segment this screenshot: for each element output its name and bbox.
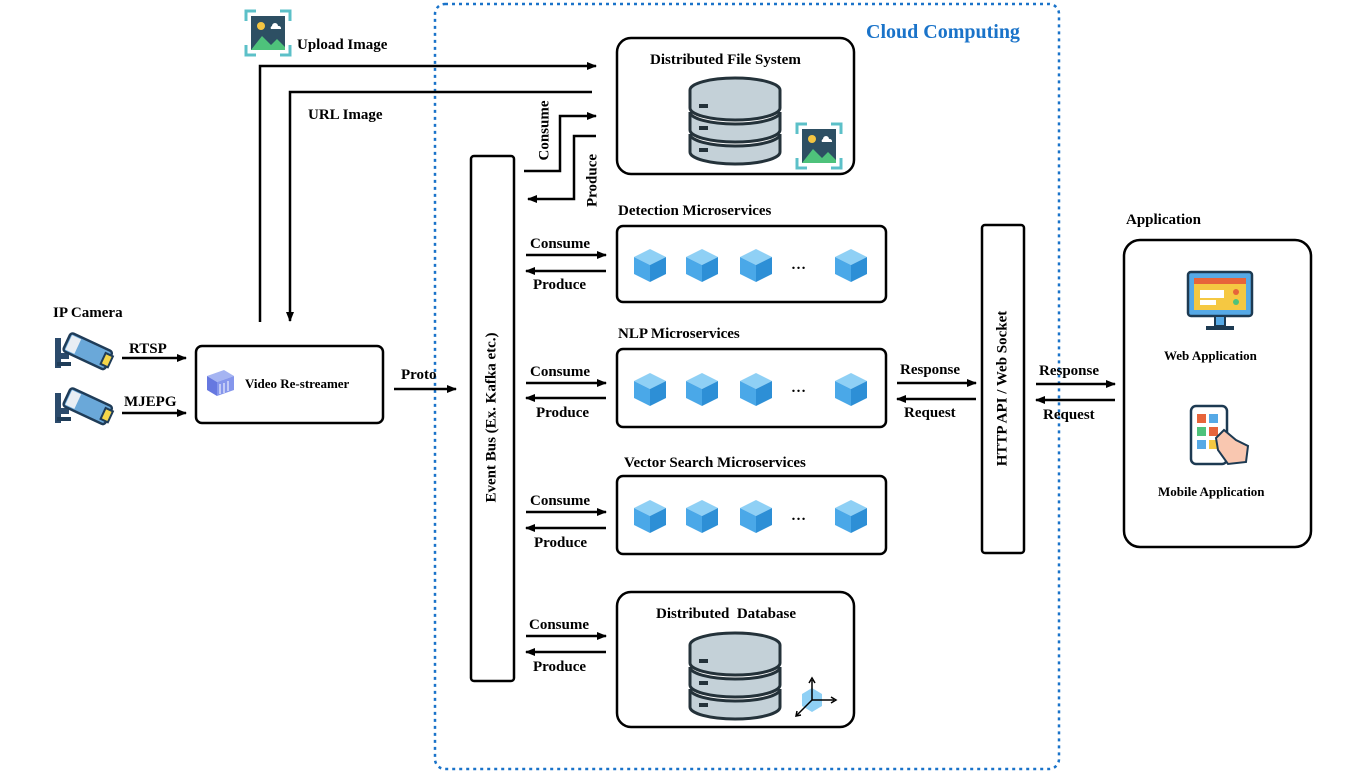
app-request-label: Request [1043, 407, 1095, 423]
detection-ellipsis: … [791, 257, 806, 273]
upload-image-icon [244, 9, 292, 57]
nlp-produce-label: Produce [536, 405, 590, 421]
url-image-arrow [286, 90, 592, 322]
vector-axes-icon [795, 676, 838, 717]
vector-title: Vector Search Microservices [624, 455, 806, 471]
cloud-boundary [433, 2, 1061, 771]
http-api-box [980, 223, 1026, 555]
proto-label: Proto [401, 367, 437, 383]
detection-title: Detection Microservices [618, 203, 772, 219]
api-request-label: Request [904, 405, 956, 421]
nlp-consume-label: Consume [530, 364, 591, 380]
application-box [1122, 238, 1313, 549]
video-restreamer-box [194, 344, 385, 425]
restreamer-icon [207, 370, 234, 396]
dfs-database-icon [688, 76, 782, 166]
mobile-application-label: Mobile Application [1158, 484, 1265, 499]
upload-image-label: Upload Image [297, 37, 388, 53]
database-title: Distributed Database [656, 606, 797, 622]
rtsp-label: RTSP [129, 341, 167, 357]
url-image-label: URL Image [308, 107, 383, 123]
detection-consume-label: Consume [530, 236, 591, 252]
event-bus-label: Event Bus (Ex. Kafka etc.) [483, 332, 500, 503]
app-response-label: Response [1039, 363, 1100, 379]
web-application-label: Web Application [1164, 348, 1257, 363]
ip-camera-1-icon [53, 331, 116, 373]
web-application-icon [1186, 270, 1254, 330]
dfs-consume-arrow [524, 112, 597, 173]
dfs-produce-label: Produce [584, 153, 601, 208]
application-title: Application [1126, 212, 1202, 228]
distributed-database-icon [688, 631, 782, 721]
vector-ellipsis: … [791, 508, 806, 524]
ip-camera-label: IP Camera [53, 305, 123, 321]
api-response-label: Response [900, 362, 961, 378]
event-bus-box [469, 154, 516, 683]
mjepg-label: MJEPG [124, 394, 177, 410]
dfs-produce-arrow [527, 134, 596, 203]
dfs-consume-label: Consume [536, 100, 553, 161]
mobile-application-icon [1189, 404, 1250, 466]
vector-produce-label: Produce [534, 535, 588, 551]
cloud-computing-title: Cloud Computing [866, 21, 1020, 43]
dfs-image-icon [795, 122, 843, 170]
database-consume-label: Consume [529, 617, 590, 633]
detection-produce-label: Produce [533, 277, 587, 293]
nlp-title: NLP Microservices [618, 326, 740, 342]
ip-camera-2-icon [53, 386, 116, 428]
database-produce-label: Produce [533, 659, 587, 675]
video-restreamer-label: Video Re-streamer [245, 376, 350, 391]
upload-image-arrow [258, 62, 597, 322]
http-api-label: HTTP API / Web Socket [994, 310, 1011, 467]
dfs-title: Distributed File System [650, 52, 801, 68]
vector-consume-label: Consume [530, 493, 591, 509]
nlp-ellipsis: … [791, 380, 806, 396]
